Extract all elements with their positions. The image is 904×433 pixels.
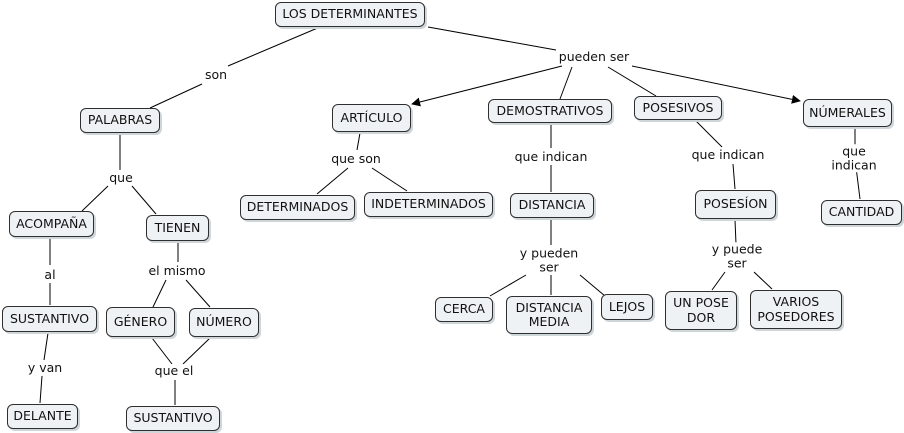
node-cantidad[interactable]: CANTIDAD	[821, 200, 902, 225]
node-indeterminados[interactable]: INDETERMINADOS	[364, 192, 493, 217]
node-un-poseedor[interactable]: UN POSE DOR	[665, 291, 737, 330]
node-distancia-media[interactable]: DISTANCIA MEDIA	[506, 296, 592, 334]
link-al: al	[42, 267, 58, 283]
node-genero[interactable]: GÉNERO	[106, 307, 175, 337]
link-y-van: y van	[25, 360, 65, 376]
node-posesion[interactable]: POSESÍON	[695, 190, 776, 219]
node-articulo[interactable]: ARTÍCULO	[332, 104, 411, 132]
link-y-pueden-ser: y pueden ser	[517, 245, 581, 274]
link-que-son: que son	[329, 151, 383, 167]
node-demostrativos[interactable]: DEMOSTRATIVOS	[488, 99, 612, 123]
link-que-indican-demostrativos: que indican	[512, 149, 590, 165]
node-palabras[interactable]: PALABRAS	[80, 108, 160, 133]
node-distancia[interactable]: DISTANCIA	[510, 193, 594, 218]
link-son: son	[202, 67, 230, 83]
node-posesivos[interactable]: POSESIVOS	[634, 96, 722, 120]
link-que: que	[107, 170, 135, 186]
node-sustantivo-1[interactable]: SUSTANTIVO	[2, 306, 97, 332]
node-numerales[interactable]: NÚMERALES	[803, 99, 892, 127]
node-tienen[interactable]: TIENEN	[146, 215, 209, 241]
node-delante[interactable]: DELANTE	[7, 404, 78, 429]
link-el-mismo: el mismo	[146, 263, 208, 279]
node-sustantivo-2[interactable]: SUSTANTIVO	[126, 406, 220, 431]
link-pueden-ser: pueden ser	[556, 49, 632, 65]
node-determinados[interactable]: DETERMINADOS	[240, 195, 355, 220]
node-varios-poseedores[interactable]: VARIOS POSEDORES	[750, 290, 842, 329]
link-que-indican-posesivos: que indican	[689, 147, 767, 163]
node-numero[interactable]: NÚMERO	[189, 308, 259, 337]
node-cerca[interactable]: CERCA	[435, 297, 493, 322]
node-lejos[interactable]: LEJOS	[601, 294, 653, 320]
link-que-indican-numerales: que indican	[829, 144, 879, 172]
node-los-determinantes[interactable]: LOS DETERMINANTES	[275, 2, 425, 27]
link-y-puede-ser: y puede ser	[709, 241, 765, 270]
node-acompana[interactable]: ACOMPAÑA	[9, 211, 94, 237]
link-que-el: que el	[152, 363, 196, 379]
